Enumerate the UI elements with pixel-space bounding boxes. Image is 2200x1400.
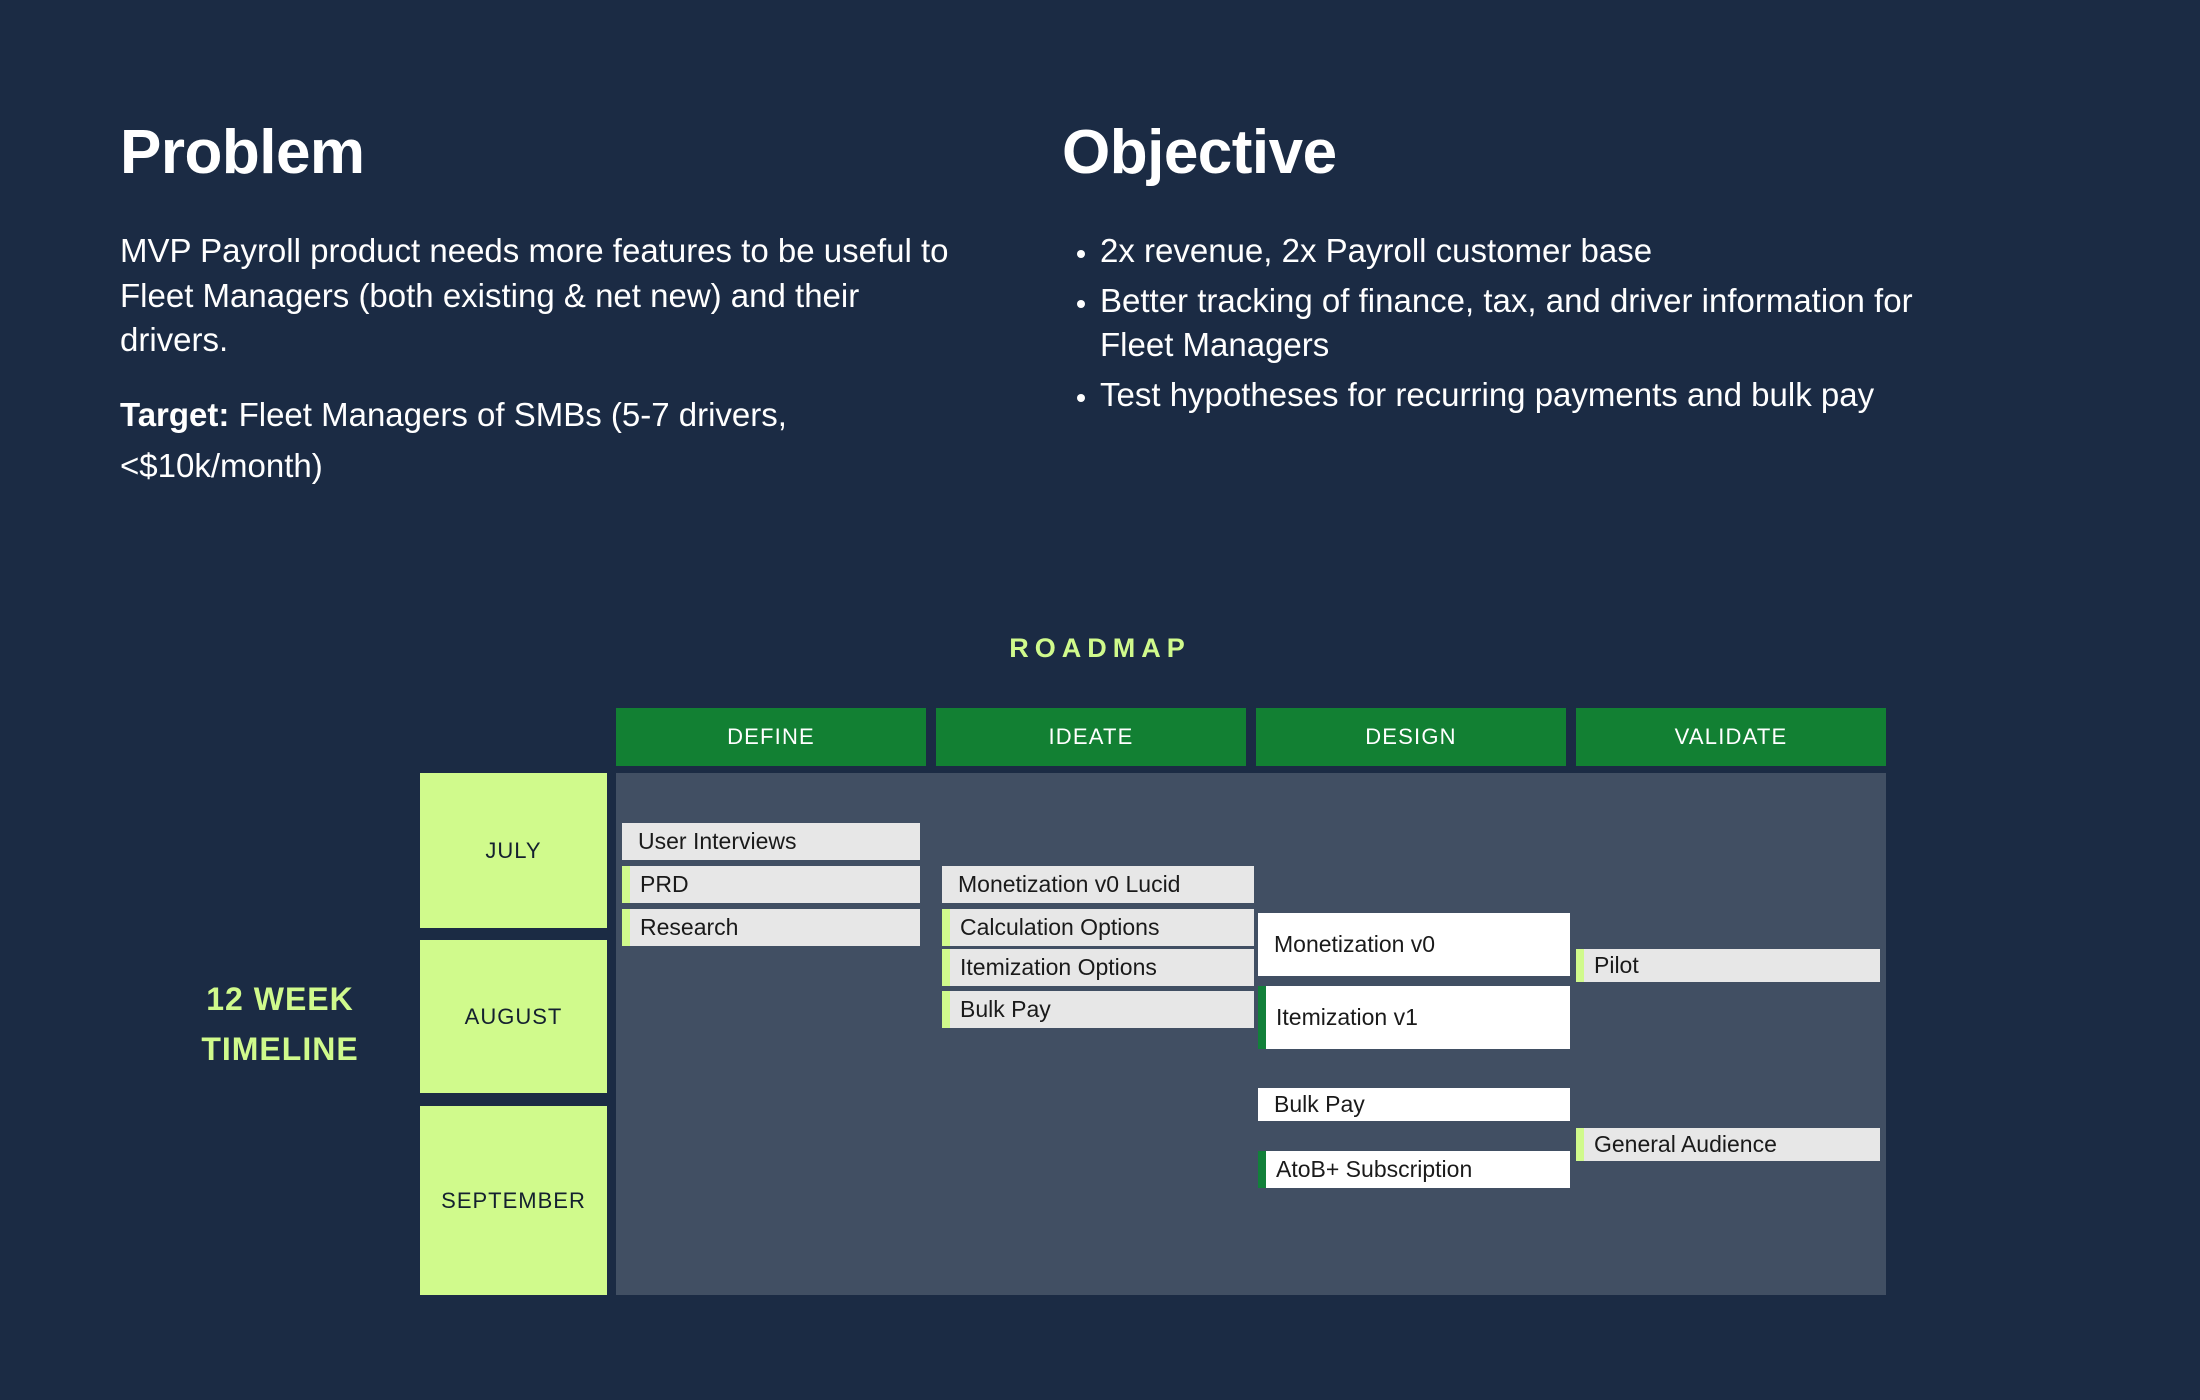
timeline-label-line1: 12 WEEK (206, 981, 354, 1017)
phase-header-define[interactable]: DEFINE (616, 708, 926, 766)
objective-bullet-list: 2x revenue, 2x Payroll customer base Bet… (1062, 229, 1962, 417)
objective-title: Objective (1062, 118, 1337, 187)
problem-target-text: Fleet Managers of SMBs (5-7 drivers, <$1… (120, 395, 787, 484)
problem-target-label: Target: (120, 395, 230, 433)
problem-column: Problem MVP Payroll product needs more f… (120, 120, 950, 491)
gantt-task-bar[interactable]: AtoB+ Subscription (1258, 1151, 1570, 1188)
phase-header-validate[interactable]: VALIDATE (1576, 708, 1886, 766)
gantt-task-bar[interactable]: General Audience (1576, 1128, 1880, 1161)
gantt-task-bar[interactable]: Calculation Options (942, 909, 1254, 946)
timeline-label: 12 WEEK TIMELINE (130, 975, 430, 1074)
gantt-task-bar[interactable]: PRD (622, 866, 920, 903)
objective-bullet: 2x revenue, 2x Payroll customer base (1100, 229, 1962, 273)
phase-header-ideate[interactable]: IDEATE (936, 708, 1246, 766)
gantt-task-bar[interactable]: Itemization v1 (1258, 986, 1570, 1049)
phase-header-design[interactable]: DESIGN (1256, 708, 1566, 766)
gantt-task-bar[interactable]: Monetization v0 (1258, 913, 1570, 976)
gantt-task-bar[interactable]: Pilot (1576, 949, 1880, 982)
objective-bullet: Better tracking of finance, tax, and dri… (1100, 279, 1962, 367)
intro-section: Problem MVP Payroll product needs more f… (0, 0, 2200, 600)
gantt-task-bar[interactable]: Bulk Pay (1258, 1088, 1570, 1121)
gantt-task-bar[interactable]: Itemization Options (942, 949, 1254, 986)
month-block-july[interactable]: JULY (420, 773, 607, 928)
roadmap-section-title: ROADMAP (1009, 633, 1191, 663)
phase-header-row: DEFINE IDEATE DESIGN VALIDATE (616, 708, 1886, 766)
gantt-task-bar[interactable]: Monetization v0 Lucid (942, 866, 1254, 903)
problem-title: Problem (120, 118, 365, 187)
gantt-task-bar[interactable]: User Interviews (622, 823, 920, 860)
month-block-august[interactable]: AUGUST (420, 940, 607, 1093)
month-block-september[interactable]: SEPTEMBER (420, 1106, 607, 1295)
objective-bullet: Test hypotheses for recurring payments a… (1100, 373, 1962, 417)
problem-paragraph: MVP Payroll product needs more features … (120, 232, 949, 359)
objective-column: Objective 2x revenue, 2x Payroll custome… (1062, 120, 1962, 423)
problem-body: MVP Payroll product needs more features … (120, 229, 950, 491)
gantt-task-bar[interactable]: Bulk Pay (942, 991, 1254, 1028)
gantt-task-bar[interactable]: Research (622, 909, 920, 946)
timeline-label-line2: TIMELINE (201, 1030, 359, 1067)
problem-target: Target: Fleet Managers of SMBs (5-7 driv… (120, 389, 950, 491)
